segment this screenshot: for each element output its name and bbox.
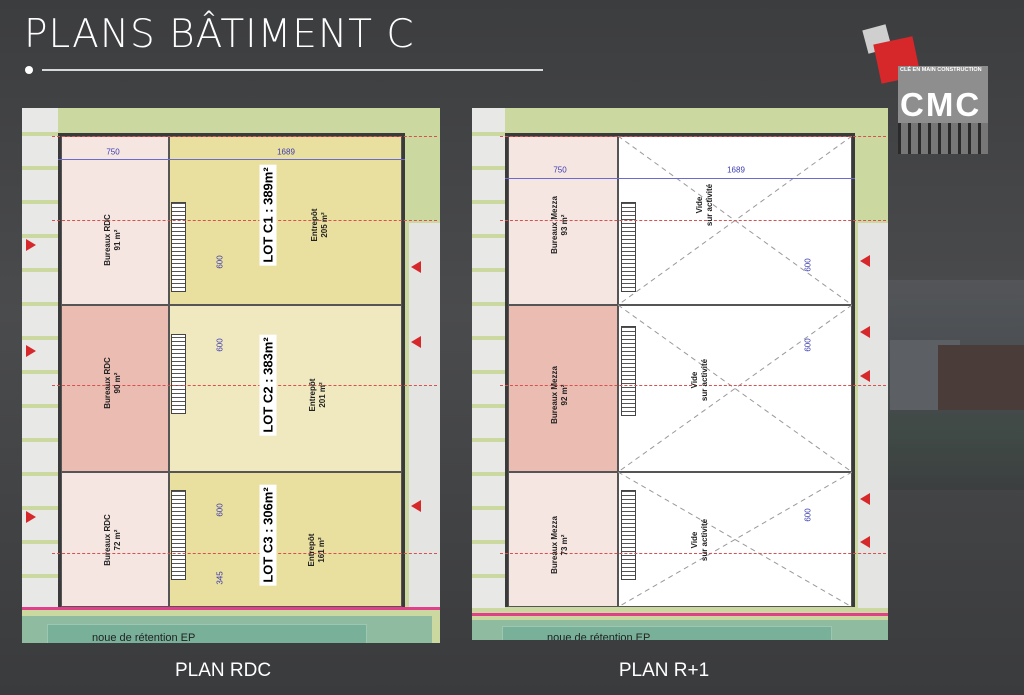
plan-r1-caption: PLAN R+1	[618, 660, 710, 681]
dim-bay: 345	[215, 571, 225, 585]
access-arrow-icon	[860, 370, 870, 382]
entrance-arrow-icon	[26, 345, 36, 357]
retention-area: noue de rétention EP	[472, 620, 888, 640]
staircase	[621, 326, 636, 416]
access-arrow-icon	[860, 493, 870, 505]
dim-warehouse-width: 1689	[727, 165, 745, 175]
retention-label: noue de rétention EP	[547, 632, 651, 640]
access-arrow-icon	[411, 336, 421, 348]
access-arrow-icon	[860, 255, 870, 267]
access-arrow-icon	[860, 536, 870, 548]
logo-tagline: CLÉ EN MAIN CONSTRUCTION	[900, 67, 982, 73]
office-c2	[61, 305, 169, 472]
retention-area: noue de rétention EP	[22, 616, 432, 643]
background-building-photo	[888, 280, 1024, 490]
warehouse-c3	[169, 472, 402, 607]
dim-bay: 600	[803, 258, 813, 272]
warehouse-c2	[169, 305, 402, 472]
page-title: PLANS BÂTIMENT C	[24, 12, 415, 57]
logo-name: CMC	[900, 86, 982, 123]
cmc-logo: CLÉ EN MAIN CONSTRUCTION CMC	[860, 22, 1000, 157]
logo-image	[898, 123, 988, 154]
lot-label-c3: LOT C3 : 306m²	[259, 484, 277, 586]
building-outline	[505, 133, 855, 607]
dim-office-width: 750	[553, 165, 567, 175]
office-c3	[61, 472, 169, 607]
dim-bay: 600	[803, 508, 813, 522]
plan-rdc-caption: PLAN RDC	[174, 660, 272, 681]
staircase	[171, 334, 186, 414]
entrance-arrow-icon	[26, 239, 36, 251]
lot-label-c1: LOT C1 : 389m²	[259, 164, 277, 266]
lot-label-c2: LOT C2 : 383m²	[259, 334, 277, 436]
dim-bay: 600	[215, 503, 225, 517]
dim-office-width: 750	[106, 147, 120, 157]
access-arrow-icon	[411, 500, 421, 512]
title-underline	[42, 69, 543, 71]
title-bullet	[25, 66, 33, 74]
mezza-office-2	[508, 305, 618, 472]
access-arrow-icon	[860, 326, 870, 338]
entrance-arrow-icon	[26, 511, 36, 523]
dim-bay: 600	[215, 338, 225, 352]
mezza-office-3	[508, 472, 618, 607]
dim-warehouse-width: 1689	[277, 147, 295, 157]
building-outline	[58, 133, 405, 607]
void-cross-lines	[618, 136, 852, 607]
staircase	[171, 202, 186, 292]
dim-bay: 600	[803, 338, 813, 352]
staircase	[621, 490, 636, 580]
access-arrow-icon	[411, 261, 421, 273]
retention-label: noue de rétention EP	[92, 632, 196, 643]
dim-bay: 600	[215, 255, 225, 269]
staircase	[171, 490, 186, 580]
staircase	[621, 202, 636, 292]
